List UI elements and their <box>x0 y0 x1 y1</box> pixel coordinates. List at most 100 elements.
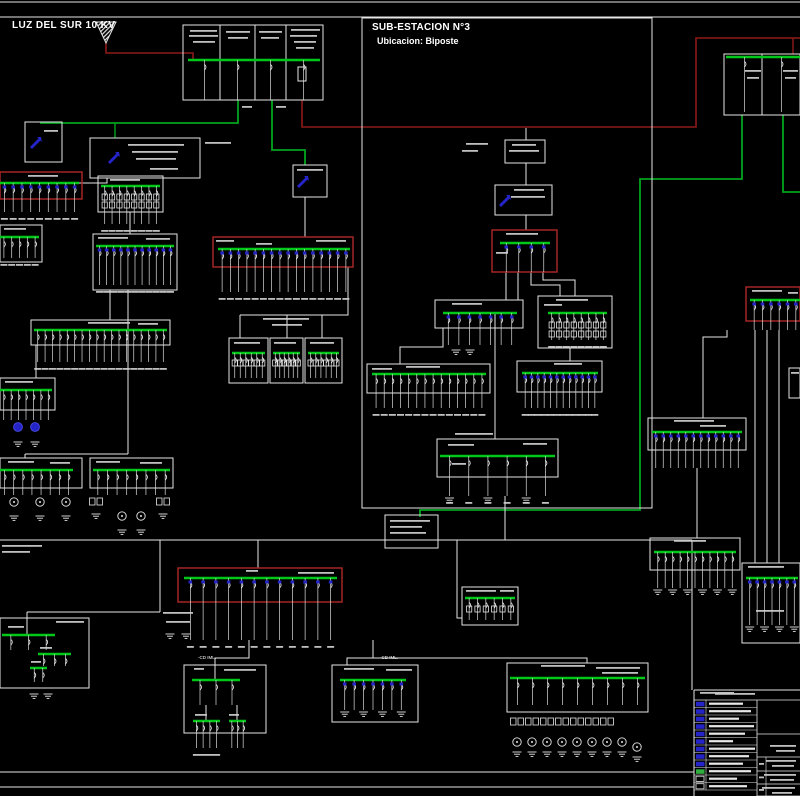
breaker-mark <box>561 375 565 379</box>
annotation-text <box>31 264 39 266</box>
annotation-text <box>186 646 194 648</box>
glyph-head <box>304 176 309 181</box>
panel <box>92 233 178 291</box>
annotation-text <box>145 291 153 293</box>
ground-symbol <box>602 751 612 757</box>
annotation-text <box>23 264 31 266</box>
annotation-text <box>140 462 162 464</box>
ground-symbol <box>451 349 461 355</box>
annotation-text <box>251 298 259 300</box>
annotation-text <box>445 414 453 416</box>
annotation-text <box>5 381 33 383</box>
ground-symbol <box>521 497 531 503</box>
annotation-text <box>523 443 547 445</box>
legend-row <box>694 775 757 783</box>
annotation-text <box>228 37 248 39</box>
ground-symbol <box>29 693 39 699</box>
fuse-block <box>548 321 555 329</box>
annotation-text <box>288 646 296 648</box>
contactor-cell <box>607 717 614 726</box>
motor-dot <box>621 741 623 743</box>
breaker-mark <box>302 251 307 255</box>
annotation-text <box>429 414 437 416</box>
breaker-mark <box>760 302 765 306</box>
legend-text <box>709 702 743 705</box>
breaker-mark <box>228 251 233 255</box>
legend-row <box>694 746 757 753</box>
panel-outline <box>537 295 613 349</box>
legend-text <box>709 732 745 735</box>
breaker-symbol <box>25 394 28 401</box>
annotation-text <box>246 570 258 572</box>
annotation-text <box>759 776 764 779</box>
breaker-mark <box>140 248 144 252</box>
contactor-cell <box>570 717 577 726</box>
breaker-mark <box>593 375 597 379</box>
breaker-symbol <box>37 334 40 341</box>
annotation-text <box>478 414 486 416</box>
panel <box>30 319 171 362</box>
annotation-text <box>386 669 412 671</box>
annotation-text <box>0 264 8 266</box>
contactor-cell <box>89 497 96 506</box>
breaker-mark <box>661 434 666 438</box>
breaker-symbol <box>457 378 460 385</box>
panel-outline <box>97 175 164 213</box>
breaker-symbol <box>408 378 411 385</box>
fuse-block <box>259 359 266 367</box>
breaker-mark <box>168 248 173 252</box>
equipment-box <box>24 121 63 163</box>
annotation-text <box>292 298 300 300</box>
annotation-text <box>512 144 536 146</box>
annotation-text <box>776 750 795 752</box>
annotation-text <box>8 264 16 266</box>
wire <box>419 115 743 517</box>
annotation-text <box>190 30 217 32</box>
breaker-mark <box>294 251 299 255</box>
wire <box>373 657 588 663</box>
legend-text <box>709 777 737 780</box>
annotation-text <box>756 610 784 612</box>
motor-symbol <box>13 422 23 432</box>
breaker-symbol <box>28 639 31 646</box>
ground-symbol <box>572 751 582 757</box>
ground-symbol <box>136 529 146 535</box>
annotation-text <box>18 218 26 220</box>
panel <box>182 24 324 101</box>
breaker-symbol <box>573 317 576 324</box>
annotation-text <box>216 240 234 242</box>
breaker-symbol <box>49 474 53 481</box>
annotation-text <box>41 368 49 370</box>
annotation-text <box>166 291 174 293</box>
annotation-text <box>484 502 492 504</box>
breaker-symbol <box>449 378 452 385</box>
annotation-text <box>44 130 58 132</box>
contactor-symbol <box>510 717 524 726</box>
annotation-text <box>602 672 638 674</box>
breaker-symbol <box>607 682 610 689</box>
fuse-block <box>272 359 279 367</box>
motor-symbol <box>30 422 40 432</box>
legend-text <box>709 762 743 765</box>
annotation-text <box>53 218 61 220</box>
breaker-symbol <box>465 378 468 385</box>
breaker-symbol <box>133 334 136 341</box>
panel <box>506 662 649 713</box>
breaker-symbol <box>562 682 565 689</box>
annotation-text <box>28 175 58 177</box>
glyph-stroke <box>29 137 42 150</box>
annotation-text <box>413 414 421 416</box>
fuse-block <box>290 359 297 367</box>
fuse-block <box>578 321 585 329</box>
glyph-stroke <box>107 152 120 165</box>
glyph-head <box>115 152 120 157</box>
annotation-text <box>397 414 404 416</box>
breaker-symbol <box>657 556 660 563</box>
annotation-text <box>136 158 176 160</box>
breaker-mark <box>371 682 375 686</box>
annotation-text <box>334 298 342 300</box>
breaker-mark <box>265 580 269 584</box>
annotation-text <box>298 572 334 574</box>
